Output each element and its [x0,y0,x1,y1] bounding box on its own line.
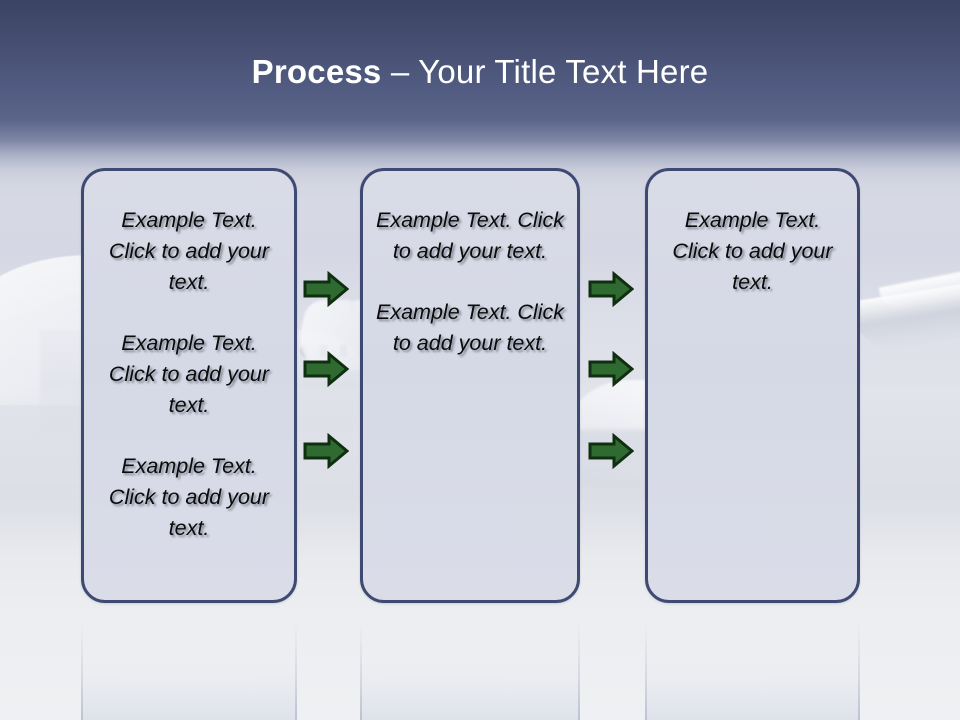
process-box-1-paragraph-1: Example Text. Click to add your text. [108,208,270,294]
title-strong-part: Process [251,53,382,90]
process-box-2-paragraph-2: Example Text. Click to add your text. [376,300,564,355]
background-sky-gradient [0,0,960,200]
process-box-2[interactable]: Example Text. Click to add your text. Ex… [360,168,580,603]
right-arrow-icon-right-3 [588,433,634,469]
process-box-1-paragraph-3: Example Text. Click to add your text. [108,454,270,540]
right-arrow-icon-left-1 [303,271,349,307]
process-box-3-paragraph-1: Example Text. Click to add your text. [672,208,833,294]
right-arrow-icon-left-2 [303,351,349,387]
right-arrow-icon-left-3 [303,433,349,469]
process-box-3[interactable]: Example Text. Click to add your text. [645,168,860,603]
process-box-1-paragraph-2: Example Text. Click to add your text. [108,331,270,417]
slide-title: Process – Your Title Text Here [0,52,960,92]
right-arrow-icon-right-1 [588,271,634,307]
title-rest-part: – Your Title Text Here [381,53,709,90]
process-box-2-paragraph-1: Example Text. Click to add your text. [376,208,564,263]
process-box-1[interactable]: Example Text. Click to add your text. Ex… [81,168,297,603]
right-arrow-icon-right-2 [588,351,634,387]
